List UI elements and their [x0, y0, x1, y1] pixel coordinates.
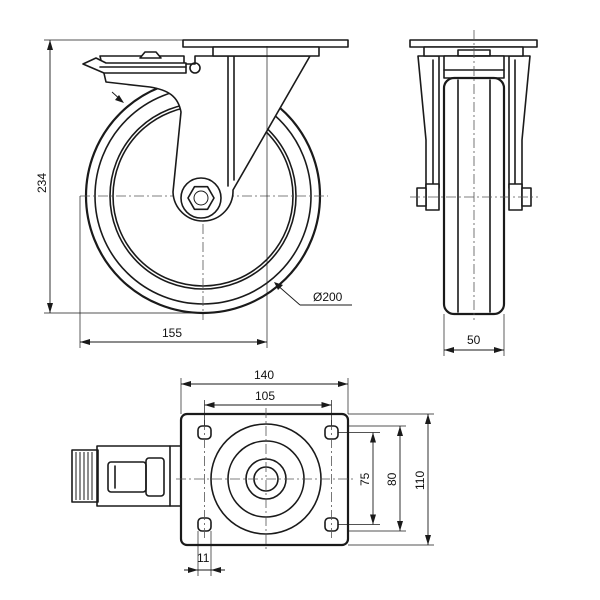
hole-y-arrow-top: [370, 432, 376, 443]
front-top-ring: [423, 46, 524, 57]
top-plate: [182, 39, 349, 48]
front-fork-outer-right: [508, 55, 531, 189]
plan-view: 140 105 75 80 110 11: [71, 368, 434, 576]
plan-pedal-tab: [145, 457, 165, 497]
offset-arrow-left: [80, 339, 90, 345]
front-fork-outer: [417, 55, 440, 189]
swivel-pin: [189, 62, 201, 74]
hole-x-arrow-left: [204, 402, 215, 408]
fork-bracket: [99, 55, 311, 222]
width-arrow-right: [494, 347, 504, 353]
hole-y-arrow-bottom: [370, 514, 376, 525]
depth-inner-arrow-bottom: [397, 521, 403, 531]
hole-x-arrow-right: [321, 402, 332, 408]
brake-leader-arrow: [115, 95, 124, 103]
diameter-arrow: [274, 282, 283, 290]
offset-label: 155: [162, 326, 182, 340]
depth-inner-arrow-top: [397, 426, 403, 436]
plate-w-arrow-right: [338, 381, 348, 387]
top-plate-ring: [212, 46, 320, 57]
offset-arrow-right: [257, 339, 267, 345]
diameter-label: Ø200: [313, 290, 343, 304]
plan-pedal-slot: [107, 461, 147, 493]
front-top-plate: [409, 39, 538, 48]
hole-size-arrow-right: [211, 567, 221, 573]
plan-brake-body: [96, 445, 171, 507]
hole-size-label: 11: [197, 551, 210, 565]
front-view: 50: [409, 30, 538, 356]
axle-nut: [187, 185, 215, 211]
depth-label: 110: [413, 471, 427, 490]
height-label: 234: [35, 173, 49, 193]
axle-nut-hole: [193, 190, 209, 206]
depth-inner-label: 80: [385, 472, 399, 486]
plate-w-arrow-left: [181, 381, 191, 387]
height-arrow-bottom: [47, 303, 53, 313]
depth-arrow-bottom: [425, 535, 431, 545]
hole-size-arrow-left: [188, 567, 198, 573]
brake-pedal-cap: [139, 51, 162, 59]
width-label: 50: [467, 333, 481, 347]
plan-tread-block: [71, 449, 99, 503]
hole-spacing-x-label: 105: [255, 389, 275, 403]
front-wheel-inner: [457, 79, 491, 313]
depth-arrow-top: [425, 414, 431, 424]
plate-width-label: 140: [254, 368, 274, 382]
plan-top-plate: [179, 412, 350, 547]
width-arrow-left: [444, 347, 454, 353]
side-view: Ø200 234 155: [35, 39, 352, 348]
hole-spacing-y-label: 75: [358, 472, 372, 486]
plan-tread-ribs: [75, 452, 93, 500]
height-arrow-top: [47, 40, 53, 50]
brake-lever: [82, 57, 187, 74]
